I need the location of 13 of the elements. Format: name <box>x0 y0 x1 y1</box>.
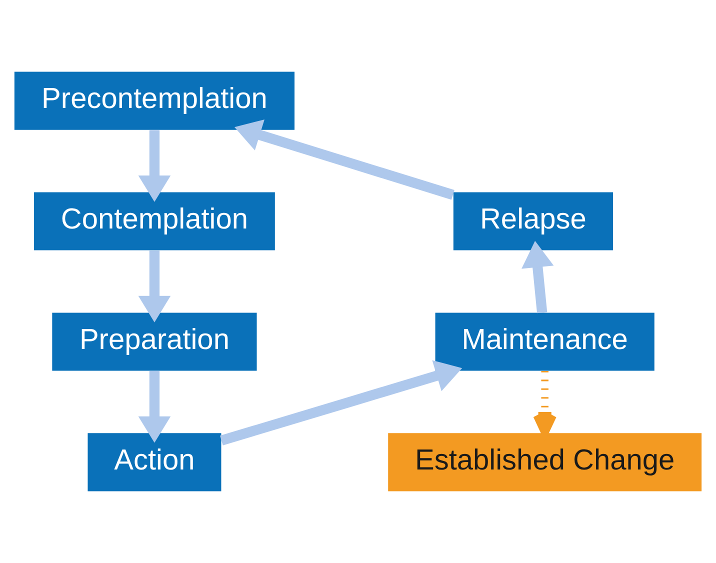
node-box: Relapse <box>453 192 614 250</box>
arrow <box>138 371 171 443</box>
node-box: Action <box>88 433 222 492</box>
node-box: Preparation <box>52 312 257 371</box>
node-box: Established Change <box>388 433 702 492</box>
arrow <box>234 119 454 200</box>
node-box: Contemplation <box>34 192 275 250</box>
arrow <box>138 130 171 202</box>
arrow <box>522 240 554 314</box>
arrow <box>138 250 171 322</box>
node-box: Maintenance <box>435 312 654 371</box>
node-box: Precontemplation <box>14 72 294 130</box>
arrow <box>220 360 462 446</box>
